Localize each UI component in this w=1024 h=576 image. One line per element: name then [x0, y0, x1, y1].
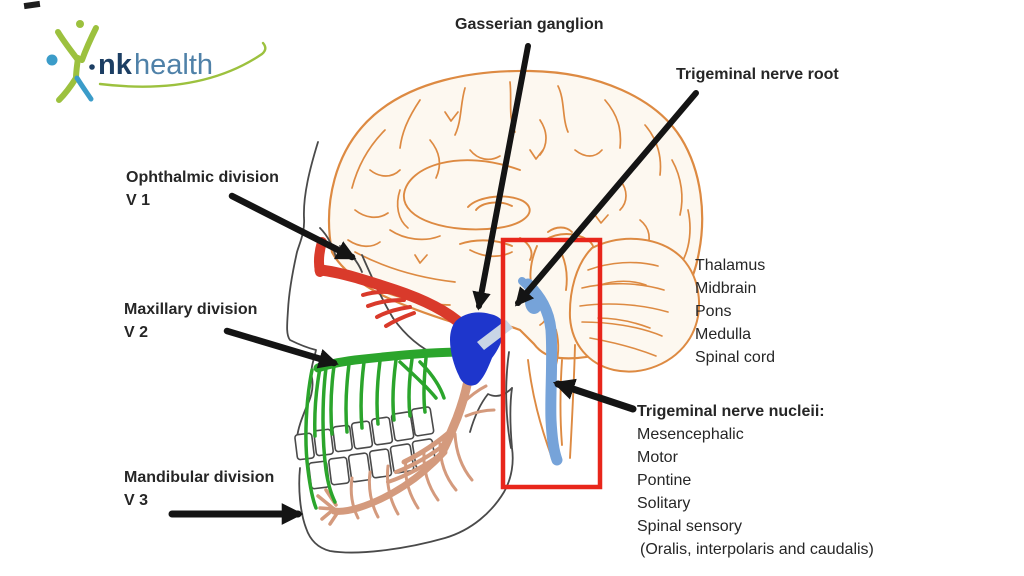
ophthalmic-line1: Ophthalmic division [126, 169, 279, 186]
label-mandibular-division: Mandibular division V 3 [124, 466, 274, 512]
logo-dot [89, 64, 95, 70]
maxillary-line1: Maxillary division [124, 301, 258, 318]
list-item: Mesencephalic [637, 426, 744, 443]
nuclei-heading: Trigeminal nerve nucleii: [637, 403, 825, 420]
nuclei-arrow [552, 378, 637, 413]
logo-ball-icon [46, 54, 58, 66]
list-item: Motor [637, 449, 678, 466]
maxillary-arrow [223, 327, 339, 369]
label-ophthalmic-division: Ophthalmic division V 1 [126, 166, 279, 212]
label-maxillary-division: Maxillary division V 2 [124, 298, 257, 344]
maxillary-line2: V 2 [124, 324, 149, 341]
label-gasserian-ganglion: Gasserian ganglion [455, 16, 604, 33]
trigeminal-root-arrow [514, 90, 699, 307]
logo-swoosh [98, 41, 267, 88]
mental-nerve-burst [316, 488, 340, 526]
logo-figure-head [76, 20, 84, 28]
mandibular-nerve-v3 [316, 363, 496, 526]
mandibular-line2: V 3 [124, 492, 149, 509]
ophthalmic-arrow [228, 192, 357, 261]
list-item: (Oralis, interpolaris and caudalis) [640, 541, 874, 558]
list-item: Midbrain [695, 280, 757, 297]
list-item: Thalamus [695, 257, 766, 274]
logo-graphic: nk health [46, 20, 267, 103]
logo-figure [55, 25, 99, 103]
label-trigeminal-nerve-root: Trigeminal nerve root [676, 66, 839, 83]
list-item: Medulla [695, 326, 752, 343]
list-item: Pontine [637, 472, 692, 489]
mandibular-line1: Mandibular division [124, 469, 275, 486]
brainstem-highlight-box [500, 237, 603, 490]
ophthalmic-line2: V 1 [126, 192, 151, 209]
logo-text-light: health [134, 49, 213, 81]
maxillary-nerve-v2 [304, 347, 467, 510]
logo-figure-blue-leg [74, 75, 94, 102]
logo-text-bold: nk [98, 49, 133, 81]
alveolar-branches [349, 384, 496, 520]
callout-arrows [168, 43, 699, 525]
list-item: Spinal sensory [637, 518, 742, 535]
brain-cerebellum [568, 237, 700, 373]
list-item: Solitary [637, 495, 691, 512]
list-item: Spinal cord [695, 349, 776, 366]
gasserian-arrow [472, 43, 531, 311]
list-item: Pons [695, 303, 732, 320]
brainstem-levels-list: Thalamus Midbrain Pons Medulla Spinal co… [695, 254, 775, 369]
trigeminal-nuclei-list: Trigeminal nerve nucleii: Mesencephalic … [637, 400, 874, 561]
